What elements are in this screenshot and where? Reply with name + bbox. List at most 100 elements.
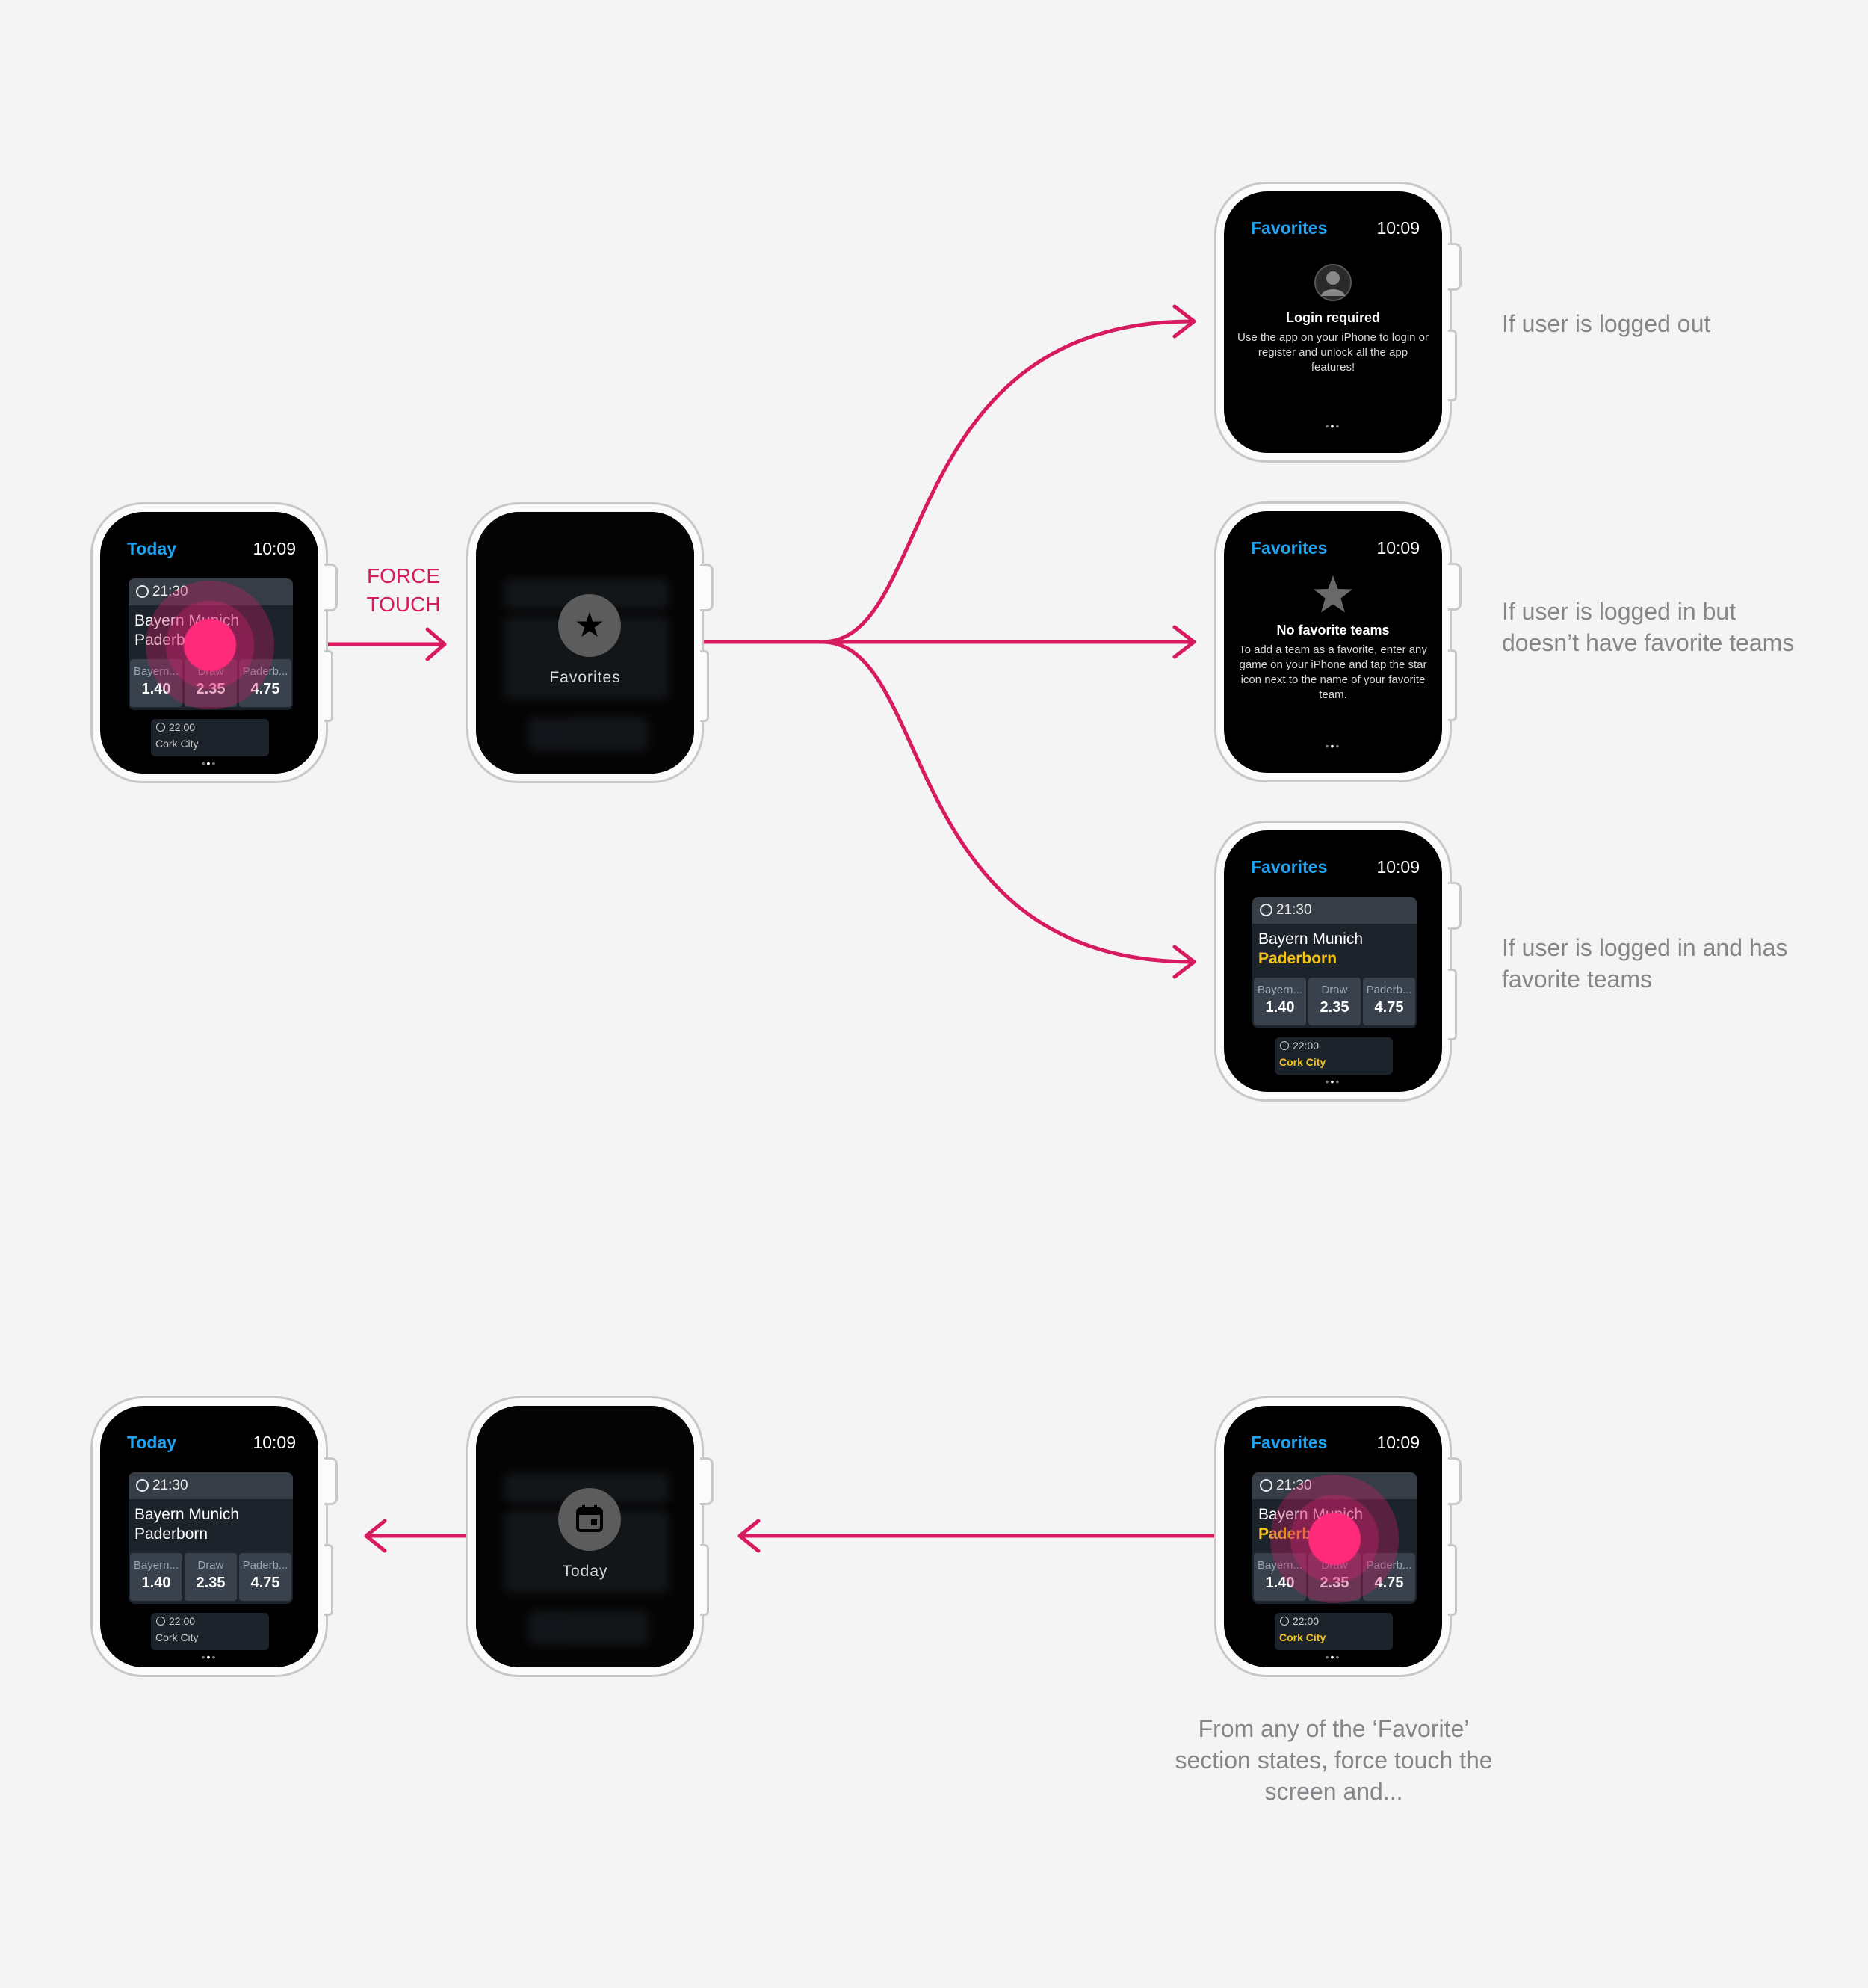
football-icon — [136, 585, 149, 598]
watch-screen[interactable]: Today 10:09 21:30 Bayern Munich Paderbor… — [100, 512, 318, 774]
page-dots: ••• — [201, 1651, 217, 1663]
odd-value: 2.35 — [1320, 999, 1349, 1016]
calendar-icon[interactable] — [558, 1488, 621, 1551]
football-icon — [1260, 1479, 1272, 1492]
watch-favorites-empty: Favorites 10:09 No favorite teams To add… — [1214, 501, 1462, 785]
football-icon — [1280, 1617, 1289, 1626]
football-icon — [1280, 1041, 1289, 1050]
watch-screen[interactable]: Favorites 10:09 No favorite teams To add… — [1224, 511, 1442, 773]
annotation-logged-out: If user is logged out — [1502, 310, 1711, 337]
force-label-line1: FORCE — [367, 564, 440, 587]
message-title: Login required — [1286, 310, 1380, 325]
odd-value: 4.75 — [1374, 999, 1404, 1016]
match-card-next[interactable]: 22:00 Cork City — [1275, 1037, 1393, 1075]
screen-header: Favorites 10:09 — [1251, 857, 1420, 881]
page-dots: ••• — [1325, 420, 1341, 432]
branch-arrow-empty-head — [1172, 625, 1196, 659]
odd-value: 2.35 — [196, 1575, 226, 1591]
match-card-next[interactable]: 22:00 Cork City — [151, 1613, 269, 1650]
screen-title: Favorites — [1251, 218, 1328, 238]
odd-label: Paderb... — [242, 1559, 288, 1572]
watch-screen: ★ Favorites — [476, 512, 694, 774]
watch-favorites-force-touch: Favorites 10:09 21:30 Bayern Munich Pade… — [1214, 1396, 1462, 1680]
branch-arrow-list — [820, 640, 1194, 964]
kickoff-time: 22:00 — [169, 721, 196, 733]
odd-home[interactable]: Bayern...1.40 — [130, 1553, 182, 1601]
force-touch-indicator — [1270, 1475, 1399, 1603]
force-touch-indicator — [146, 581, 274, 709]
odd-label: Paderb... — [1366, 984, 1412, 996]
annotation-no-favorites: If user is logged in but doesn’t have fa… — [1502, 598, 1795, 656]
user-icon — [1314, 264, 1352, 301]
blurred-card — [528, 717, 648, 751]
calendar-glyph — [576, 1505, 603, 1532]
side-button[interactable] — [1448, 649, 1457, 721]
digital-crown[interactable] — [700, 1457, 714, 1505]
football-icon — [1260, 904, 1272, 916]
digital-crown[interactable] — [1448, 243, 1462, 291]
match-kickoff: 22:00 — [1275, 1037, 1393, 1054]
screen-title: Favorites — [1251, 857, 1328, 877]
away-team: Paderborn — [134, 1525, 208, 1543]
menu-label: Favorites — [549, 669, 621, 686]
odd-home[interactable]: Bayern... 1.40 — [1254, 978, 1306, 1025]
kickoff-time: 22:00 — [169, 1615, 196, 1627]
football-icon — [136, 1479, 149, 1492]
odd-away[interactable]: Paderb...4.75 — [239, 1553, 291, 1601]
page-dots: ••• — [201, 757, 217, 769]
digital-crown[interactable] — [1448, 563, 1462, 611]
page-dots: ••• — [1325, 1075, 1341, 1087]
digital-crown[interactable] — [324, 1457, 338, 1505]
home-team: Cork City — [155, 738, 199, 750]
star-icon[interactable]: ★ — [558, 594, 621, 657]
side-button[interactable] — [700, 650, 709, 722]
blurred-card — [528, 1611, 648, 1645]
watch-today-result: Today 10:09 21:30 Bayern Munich Paderbor… — [90, 1396, 338, 1680]
digital-crown[interactable] — [1448, 1457, 1462, 1505]
match-card[interactable]: 21:30 Bayern Munich Paderborn Bayern...1… — [129, 1472, 293, 1604]
home-team: Cork City — [1279, 1056, 1326, 1068]
odd-label: Draw — [197, 1559, 224, 1572]
match-card-next[interactable]: 22:00 Cork City — [1275, 1613, 1393, 1650]
match-card[interactable]: 21:30 Bayern Munich Paderborn Bayern...1… — [1252, 897, 1417, 1028]
odd-label: Bayern... — [1257, 984, 1303, 996]
screen-title: Favorites — [1251, 1433, 1328, 1452]
annotation-force-back: From any of the ‘Favorite’ section state… — [1175, 1715, 1493, 1805]
screen-header: Favorites 10:09 — [1251, 218, 1420, 242]
side-button[interactable] — [1448, 330, 1457, 401]
odd-label: Bayern... — [133, 1559, 179, 1572]
watch-screen[interactable]: Favorites 10:09 21:30 Bayern Munich Pade… — [1224, 1406, 1442, 1667]
clock: 10:09 — [253, 1433, 296, 1452]
side-button[interactable] — [1448, 1544, 1457, 1616]
digital-crown[interactable] — [700, 564, 714, 611]
screen-title: Today — [127, 539, 177, 558]
side-button[interactable] — [1448, 969, 1457, 1040]
football-icon — [156, 1617, 165, 1626]
digital-crown[interactable] — [324, 564, 338, 611]
page-dots: ••• — [1325, 740, 1341, 752]
match-kickoff: 21:30 — [1252, 897, 1417, 924]
screen-header: Favorites 10:09 — [1251, 538, 1420, 562]
odd-away[interactable]: Paderb... 4.75 — [1363, 978, 1415, 1025]
match-card-next[interactable]: 22:00 Cork City — [151, 719, 269, 756]
side-button[interactable] — [700, 1544, 709, 1616]
annotation-has-favorites: If user is logged in and has favorite te… — [1502, 934, 1788, 993]
clock: 10:09 — [1376, 857, 1420, 877]
message-title: No favorite teams — [1276, 623, 1390, 638]
watch-favorites-logged-out: Favorites 10:09 Login required Use the a… — [1214, 182, 1462, 466]
watch-screen[interactable]: Favorites 10:09 21:30 Bayern Munich Pade… — [1224, 830, 1442, 1092]
force-back-arrow — [737, 1519, 1229, 1553]
match-kickoff: 22:00 — [1275, 1613, 1393, 1629]
odd-draw[interactable]: Draw 2.35 — [185, 1553, 237, 1601]
screen-header: Favorites 10:09 — [1251, 1433, 1420, 1457]
kickoff-time: 22:00 — [1293, 1615, 1320, 1627]
side-button[interactable] — [324, 650, 333, 722]
menu-label: Today — [562, 1563, 608, 1580]
watch-screen[interactable]: Today 10:09 21:30 Bayern Munich Paderbor… — [100, 1406, 318, 1667]
digital-crown[interactable] — [1448, 882, 1462, 930]
odd-value: 1.40 — [1265, 999, 1295, 1016]
side-button[interactable] — [324, 1544, 333, 1616]
football-icon — [156, 723, 165, 732]
watch-screen[interactable]: Favorites 10:09 Login required Use the a… — [1224, 191, 1442, 453]
